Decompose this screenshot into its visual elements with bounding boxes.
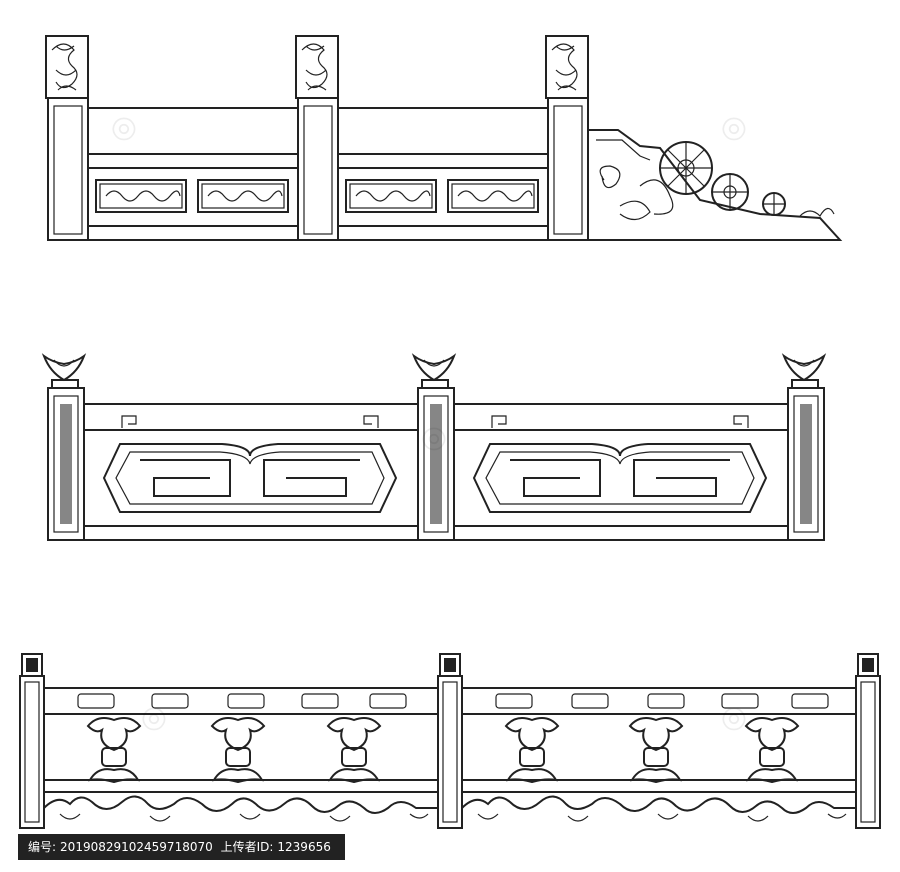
railing-1-panels — [95, 179, 539, 213]
image-id-caption: 编号:20190829102459718070 上传者ID:1239656 — [18, 834, 345, 860]
railing-1-post-1 — [45, 35, 89, 241]
railing-2 — [41, 353, 827, 541]
railing-3-post-2 — [437, 653, 463, 829]
railing-1-post-2 — [295, 35, 339, 241]
railing-3-post-1 — [19, 653, 45, 829]
uploader-value: 1239656 — [277, 840, 331, 854]
railing-3-rail-slots — [77, 693, 829, 709]
id-value: 20190829102459718070 — [60, 840, 213, 854]
railing-3 — [19, 653, 881, 829]
railing-3-cloud-skirt — [43, 795, 856, 822]
railing-1-drum-stone — [587, 129, 843, 241]
railing-2-fret-panels — [102, 443, 768, 513]
id-label: 编号: — [28, 840, 57, 854]
railing-3-balusters — [86, 717, 800, 784]
railing-1 — [45, 35, 843, 241]
railing-1-post-3 — [545, 35, 589, 241]
railing-2-lotus-caps — [41, 353, 827, 389]
railing-3-post-3 — [855, 653, 881, 829]
uploader-label: 上传者ID: — [220, 840, 274, 854]
